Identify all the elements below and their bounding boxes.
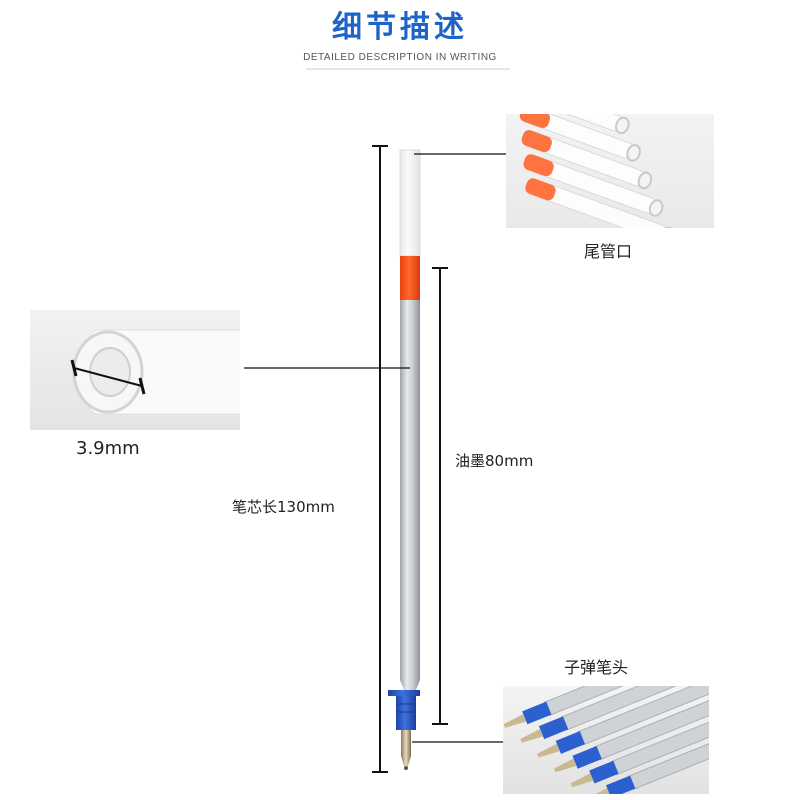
ink-dimension-line	[432, 267, 448, 725]
diameter-indicator	[70, 359, 146, 395]
pen-refill	[388, 149, 421, 770]
refill-length-label: 笔芯长130mm	[232, 498, 335, 516]
bullet-tips-photo	[503, 686, 709, 794]
ink-length-label: 油墨80mm	[455, 452, 534, 470]
tube-diameter-photo	[30, 310, 240, 430]
diameter-label: 3.9mm	[76, 438, 140, 459]
subtitle-divider	[306, 68, 510, 70]
tail-tubes-photo	[506, 114, 714, 228]
page-title: 细节描述	[332, 10, 468, 45]
tail-label: 尾管口	[584, 242, 633, 261]
tip-label: 子弹笔头	[564, 658, 629, 677]
page-subtitle: DETAILED DESCRIPTION IN WRITING	[303, 52, 497, 63]
length-dimension-line	[372, 145, 388, 773]
